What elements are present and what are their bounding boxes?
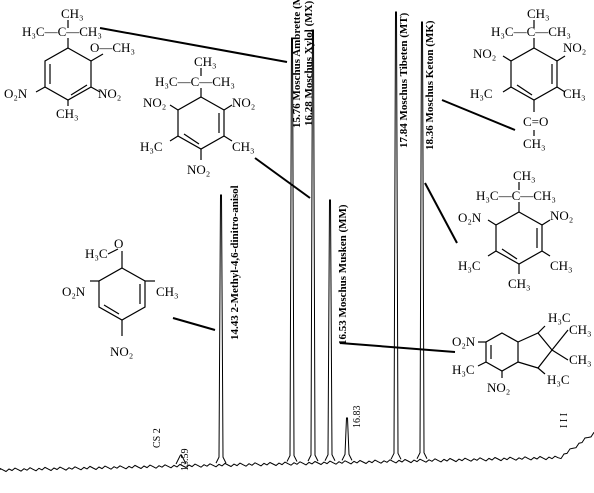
baseline-trace bbox=[0, 432, 594, 473]
cs-label: CS 2 bbox=[152, 428, 163, 448]
mk-ch3-right: CH₃ bbox=[563, 86, 586, 101]
mm-no2-bottom: NO₂ bbox=[487, 380, 510, 395]
anisol-h3c: H₃C bbox=[85, 246, 108, 261]
peak-label-mx: 16.28 Moschus Xylol (MX) bbox=[303, 0, 315, 126]
mk-tbu: H₃C—C—CH₃ bbox=[491, 24, 571, 39]
peak-mm bbox=[324, 199, 336, 461]
peak-label-1683: 16.83 bbox=[352, 406, 363, 429]
mm-ch3-br1: CH₃ bbox=[569, 352, 592, 367]
peak-label-1359: 13.59 bbox=[180, 449, 191, 472]
peak-mt bbox=[390, 11, 402, 460]
mx-no2-left: NO₂ bbox=[143, 95, 166, 110]
structure-mm: H₃C CH₃ H₃C CH₃ O₂N H₃C NO₂ bbox=[452, 310, 592, 395]
ma-tbu: H₃C—C—CH₃ bbox=[22, 24, 102, 39]
mm-ch3-left: H₃C bbox=[452, 362, 475, 377]
mt-ch3-right: CH₃ bbox=[550, 258, 573, 273]
structure-ma: H₃C—C—CH₃ CH₃ O—CH₃ NO₂ O₂N CH₃ bbox=[4, 6, 135, 121]
mt-ch3-bottom: CH₃ bbox=[508, 276, 531, 291]
peak-labels: 14.43 2-Methyl-4,6-dinitro-anisol 15.76 … bbox=[152, 0, 570, 471]
peak-label-mt: 17.84 Moschus Tibeten (MT) bbox=[398, 12, 410, 148]
mm-h3c-top: H₃C bbox=[548, 310, 571, 325]
ma-no2-right: NO₂ bbox=[98, 86, 121, 101]
mk-co: C=O bbox=[523, 114, 548, 129]
peak-label-ma: 15.76 Moschus Ambrette (MA) bbox=[291, 0, 303, 128]
mm-no2-left: O₂N bbox=[452, 334, 476, 349]
peak-label-anisol: 14.43 2-Methyl-4,6-dinitro-anisol bbox=[229, 185, 241, 340]
structure-mk: CH₃ H₃C—C—CH₃ NO₂ NO₂ CH₃ H₃C C=O CH₃ bbox=[470, 6, 586, 151]
right-mark: I I I bbox=[559, 413, 570, 428]
peak-label-mm: 16.53 Moschus Musken (MM) bbox=[337, 204, 349, 345]
mx-no2-bottom: NO₂ bbox=[187, 162, 210, 177]
mx-ch3-top: CH₃ bbox=[194, 54, 217, 69]
mx-ch3-left: H₃C bbox=[140, 139, 163, 154]
anisol-ch3: CH₃ bbox=[156, 284, 179, 299]
peak-ma bbox=[286, 37, 298, 462]
mt-no2-right: NO₂ bbox=[550, 208, 573, 223]
leader-ma bbox=[99, 27, 288, 63]
mk-ch3-top: CH₃ bbox=[527, 6, 550, 21]
leader-mm bbox=[339, 342, 456, 353]
leader-lines bbox=[99, 27, 516, 353]
mx-ch3-right: CH₃ bbox=[232, 139, 255, 154]
leader-mt bbox=[424, 182, 458, 244]
structure-mx: CH₃ H₃C—C—CH₃ NO₂ NO₂ CH₃ H₃C NO₂ bbox=[140, 54, 255, 177]
mk-ch3-left: H₃C bbox=[470, 86, 493, 101]
mt-ch3-left: H₃C bbox=[458, 258, 481, 273]
peak-mk bbox=[416, 21, 428, 459]
peak-anisol bbox=[215, 194, 227, 464]
structure-anisol: H₃C O CH₃ O₂N NO₂ bbox=[62, 236, 179, 359]
peak-1683 bbox=[341, 417, 353, 461]
anisol-no2-bottom: NO₂ bbox=[110, 344, 133, 359]
anisol-o: O bbox=[114, 236, 123, 251]
mk-no2-right: NO₂ bbox=[563, 40, 586, 55]
peak-label-mk: 18.36 Moschus Keton (MK) bbox=[424, 20, 436, 150]
leader-mk bbox=[441, 99, 516, 131]
structure-mt: CH₃ H₃C—C—CH₃ NO₂ O₂N CH₃ H₃C CH₃ bbox=[458, 168, 573, 291]
leader-mx bbox=[254, 157, 311, 199]
mm-h3c-bot: H₃C bbox=[547, 372, 570, 387]
mt-tbu: H₃C—C—CH₃ bbox=[476, 188, 556, 203]
mx-no2-right: NO₂ bbox=[232, 95, 255, 110]
anisol-no2-left: O₂N bbox=[62, 284, 86, 299]
peak-traces bbox=[175, 11, 428, 465]
mx-tbu: H₃C—C—CH₃ bbox=[155, 74, 235, 89]
ma-och3: O—CH₃ bbox=[90, 40, 135, 55]
mk-ch3-acyl: CH₃ bbox=[523, 136, 546, 151]
ma-ch3-top: CH₃ bbox=[61, 6, 84, 21]
peak-mx bbox=[307, 29, 319, 462]
ma-no2-left: O₂N bbox=[4, 86, 28, 101]
mm-ch3-tr1: CH₃ bbox=[569, 322, 592, 337]
mk-no2-left: NO₂ bbox=[473, 46, 496, 61]
leader-anisol bbox=[172, 317, 216, 331]
mt-no2-left: O₂N bbox=[458, 210, 482, 225]
peak-1359 bbox=[175, 454, 187, 465]
mt-ch3-top: CH₃ bbox=[513, 168, 536, 183]
ma-ch3-bottom: CH₃ bbox=[56, 106, 79, 121]
